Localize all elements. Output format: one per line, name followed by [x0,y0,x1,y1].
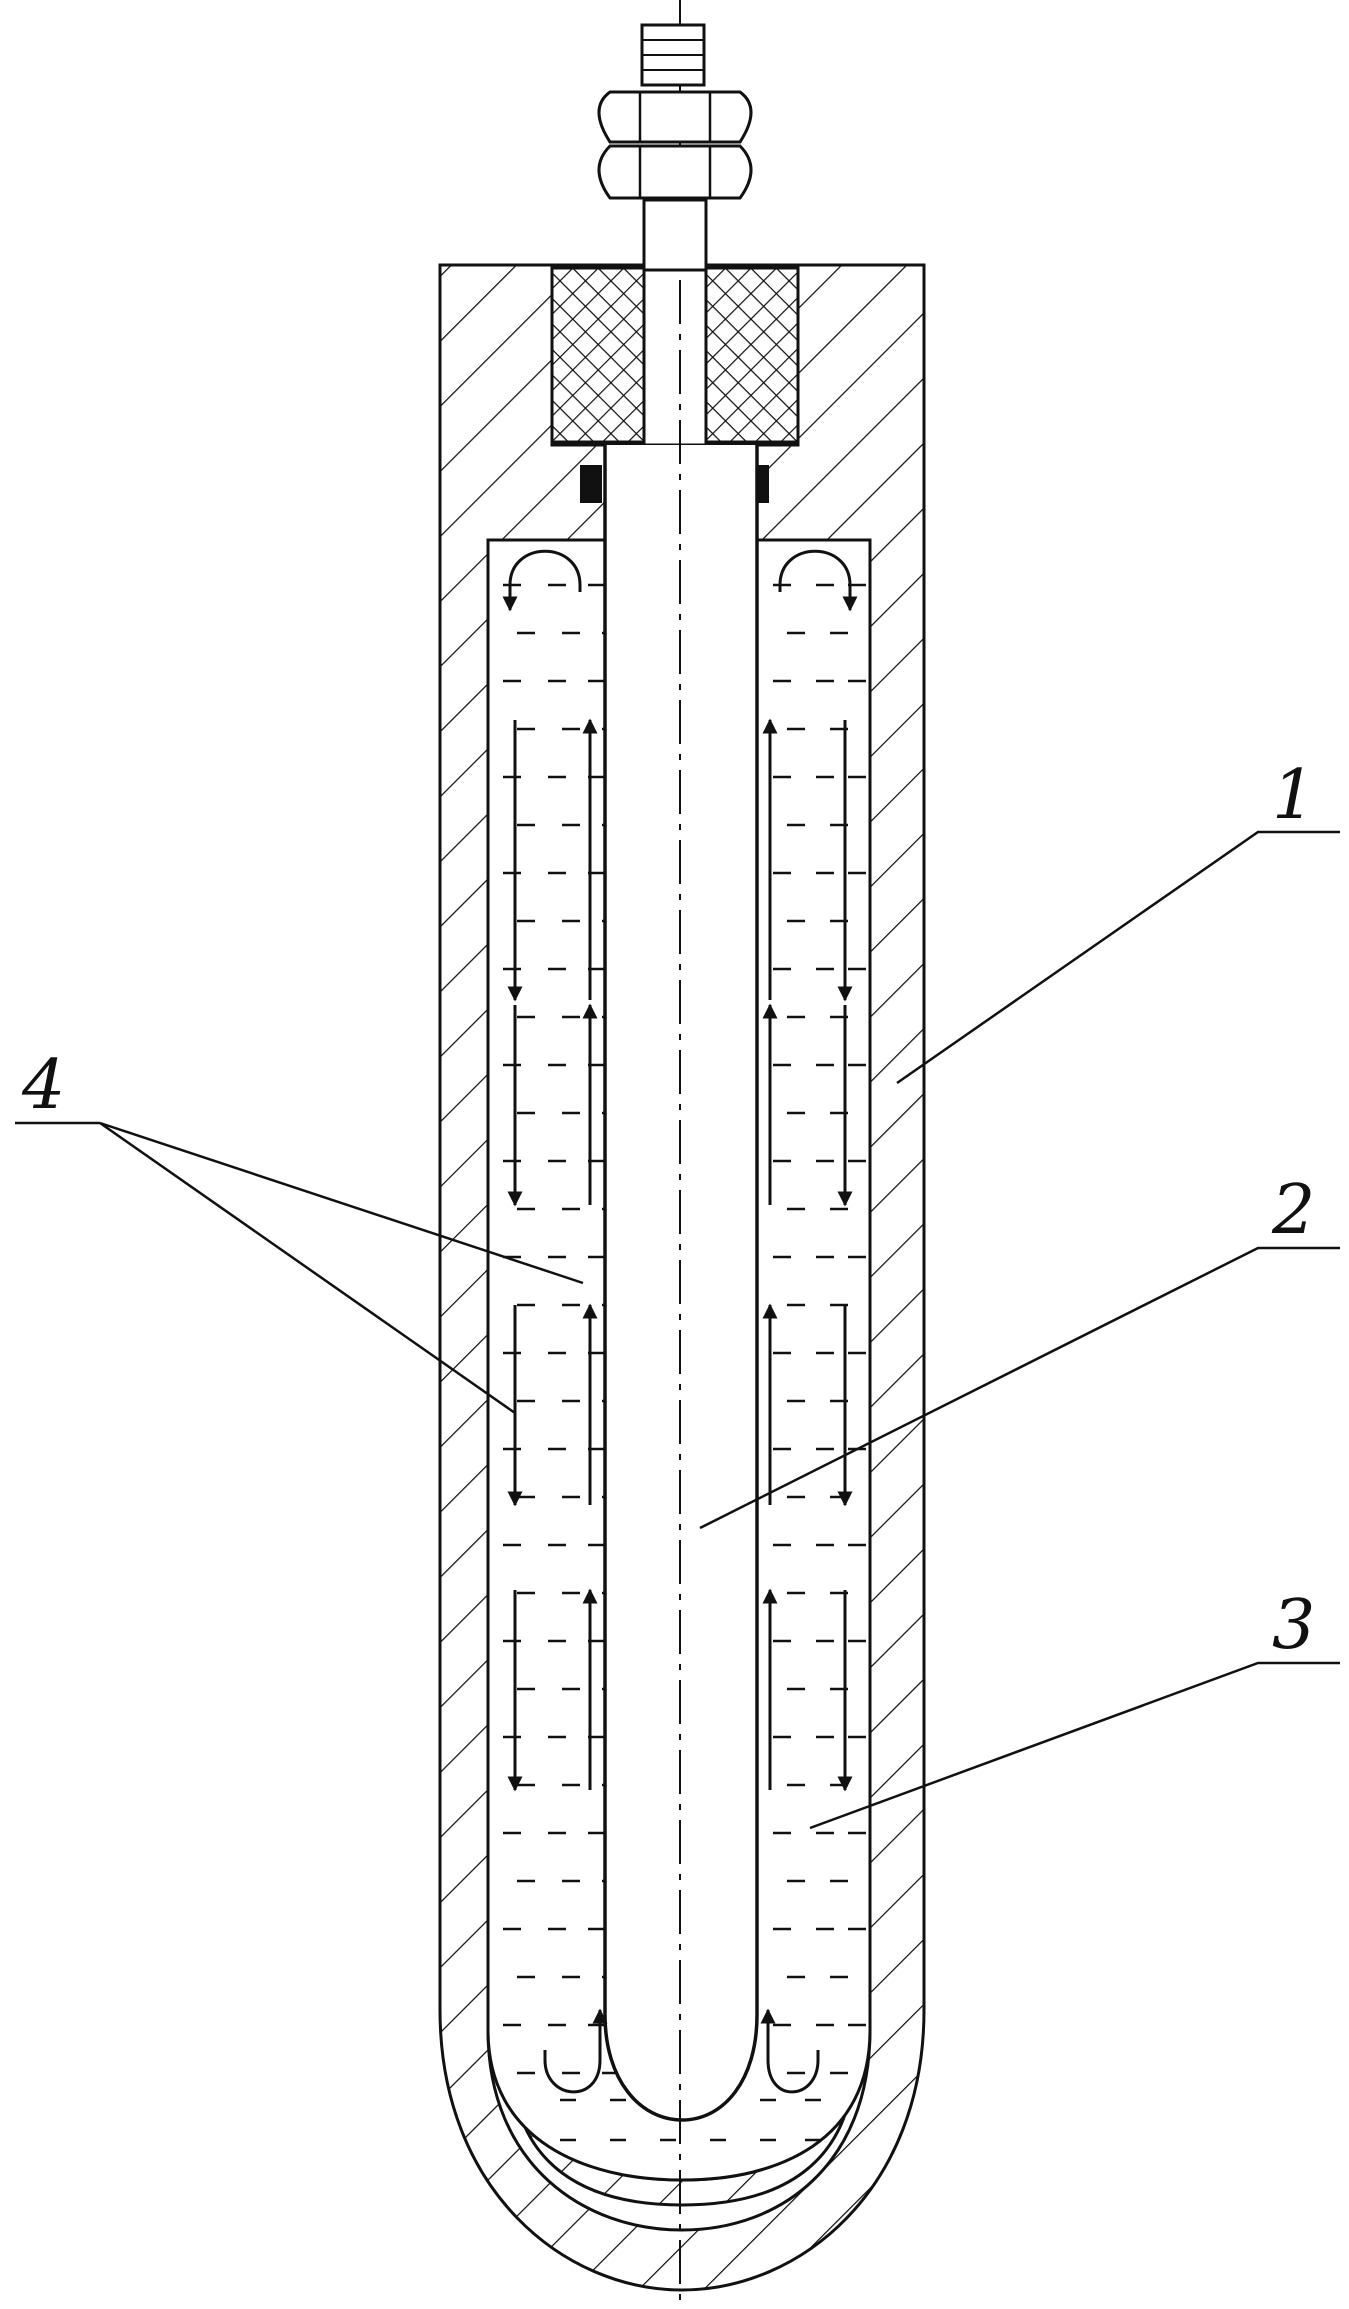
label-part-3: 3 [1272,1586,1315,1665]
seal-left [580,465,602,503]
threaded-terminal [599,25,751,270]
label-part-2: 2 [1271,1171,1315,1250]
terminal-nut-upper [599,92,751,142]
label-part-4: 4 [21,1046,65,1125]
label-part-1: 1 [1272,756,1315,835]
terminal-nut-lower [599,146,751,198]
insulator-packing-left [552,268,644,442]
insulator-packing-right [706,268,798,442]
leader-line-part-1 [897,832,1340,1083]
terminal-stud [644,200,706,270]
